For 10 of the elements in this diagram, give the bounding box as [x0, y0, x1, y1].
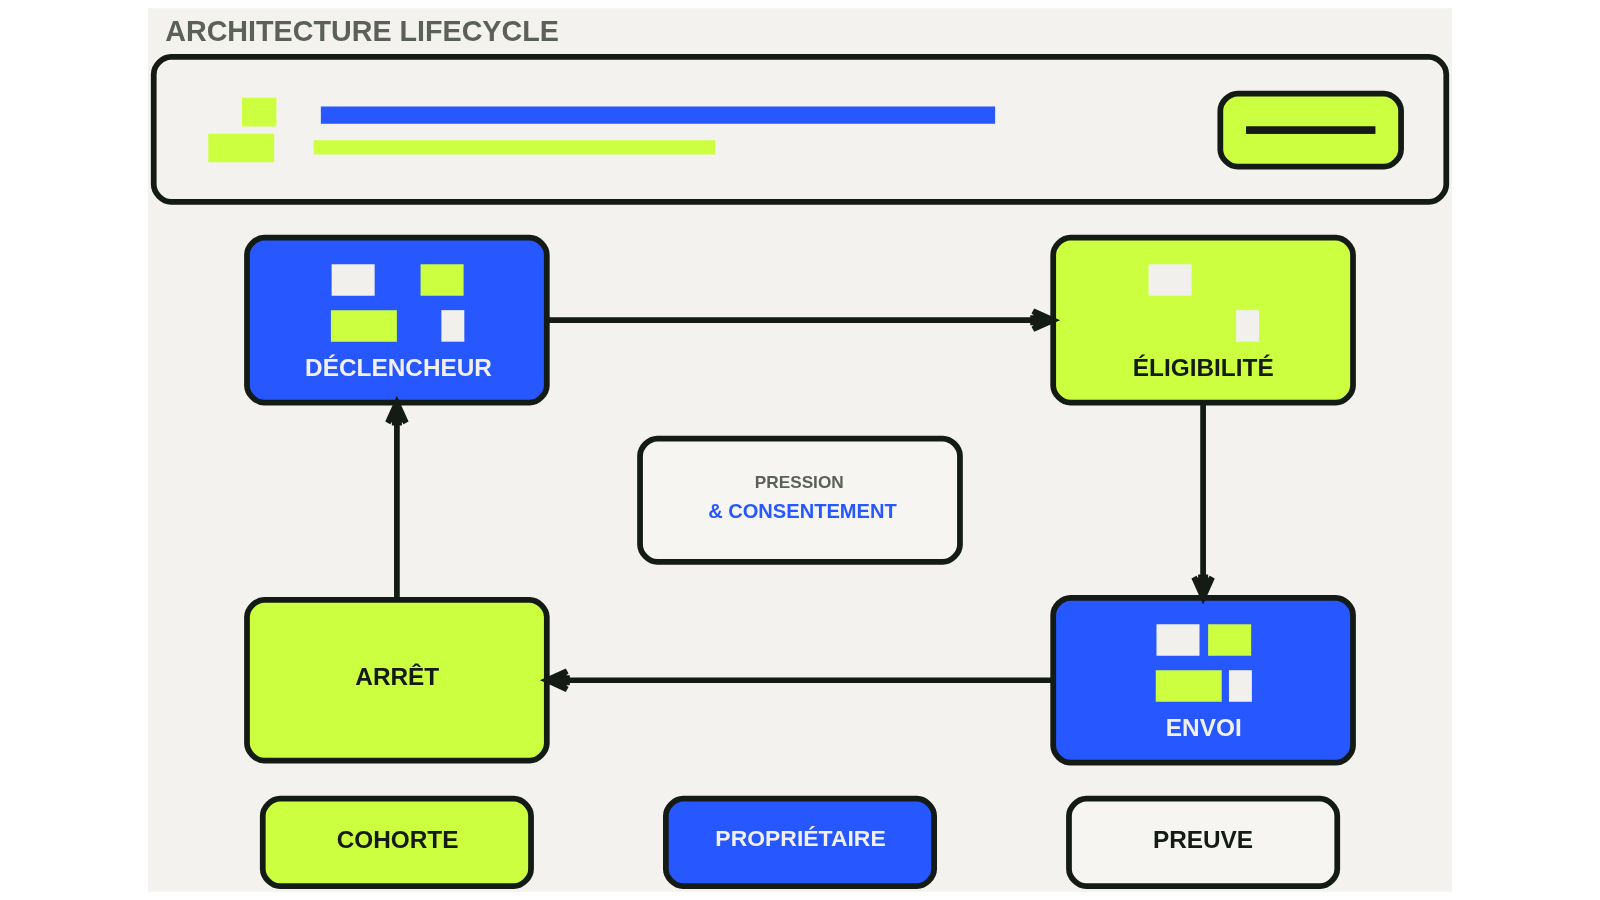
node-box: PREUVE [1066, 795, 1341, 889]
node-box: PROPRIÉTAIRE [663, 795, 937, 889]
node-box: ÉLIGIBILITÉ [1050, 234, 1356, 406]
node-box: ARRÊT [244, 597, 550, 764]
node-box: DÉCLENCHEUR [244, 234, 550, 406]
node-box [150, 54, 1450, 205]
diagram-title: ARCHITECTURE LIFECYCLE [165, 15, 559, 48]
node-box: COHORTE [259, 795, 534, 889]
node-box: PRESSION & CONSENTEMENT [637, 435, 963, 565]
node-box: ENVOI [1050, 594, 1356, 766]
